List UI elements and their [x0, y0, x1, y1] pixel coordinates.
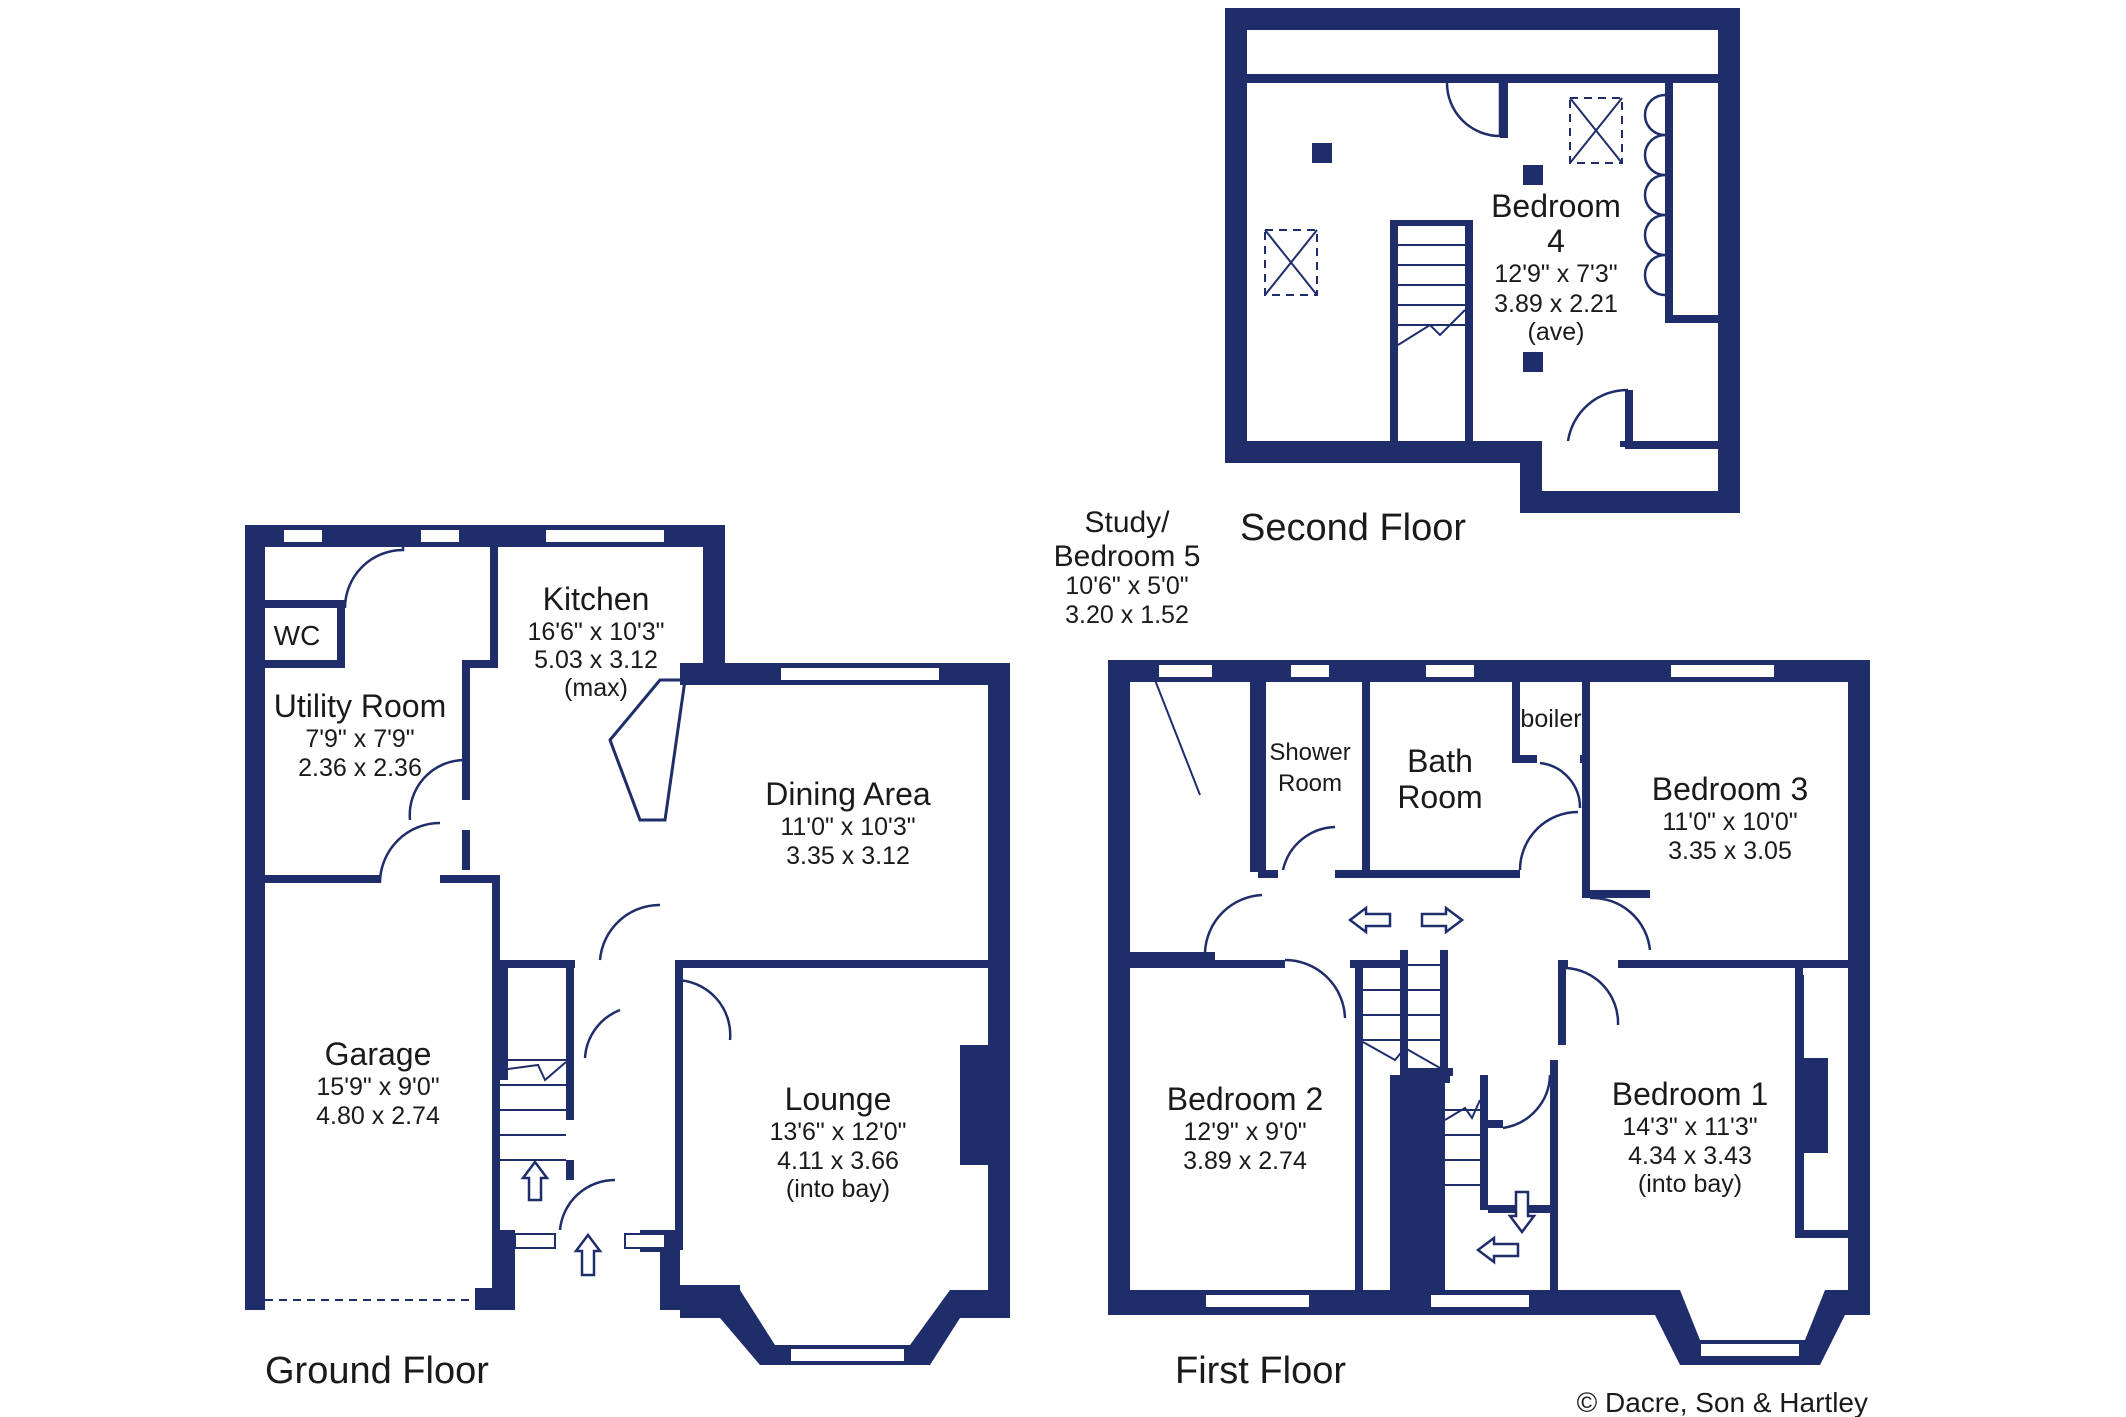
skylight-icon — [1264, 229, 1318, 296]
down-arrow-icon — [1507, 1190, 1537, 1235]
lounge-imperial: 13'6" x 12'0" — [769, 1118, 906, 1146]
bedroom4-metric: 3.89 x 2.21 — [1494, 290, 1618, 318]
garage-name: Garage — [325, 1036, 432, 1072]
up-arrow-icon — [520, 1159, 550, 1202]
lounge-metric: 4.11 x 3.66 — [777, 1147, 899, 1175]
ground-floor-title: Ground Floor — [265, 1350, 489, 1392]
copyright-notice: © Dacre, Son & Hartley — [1577, 1387, 1868, 1417]
bedroom4-note: (ave) — [1528, 318, 1585, 346]
ground-floor-stairs — [499, 1059, 567, 1161]
utility-name: Utility Room — [274, 688, 446, 724]
study-name: Study/ — [1084, 506, 1170, 539]
dining-name: Dining Area — [765, 776, 931, 812]
bedroom4-imperial: 12'9" x 7'3" — [1494, 260, 1617, 288]
kitchen-name: Kitchen — [543, 581, 650, 617]
bedroom3-name: Bedroom 3 — [1652, 771, 1809, 807]
bedroom2-imperial: 12'9" x 9'0" — [1183, 1118, 1306, 1146]
bedroom4-name: Bedroom — [1491, 188, 1621, 224]
ground-floor-plan: WC Utility Room 7'9" x 7'9" 2.36 x 2.36 … — [245, 525, 1010, 1392]
garage-metric: 4.80 x 2.74 — [316, 1102, 440, 1130]
utility-metric: 2.36 x 2.36 — [298, 754, 422, 782]
left-arrow-icon — [1475, 1235, 1520, 1265]
entrance-arrow-icon — [573, 1232, 603, 1277]
shower-name: Room — [1278, 770, 1342, 797]
bedroom1-metric: 4.34 x 3.43 — [1628, 1142, 1752, 1170]
garage-imperial: 15'9" x 9'0" — [316, 1073, 439, 1101]
lounge-name: Lounge — [785, 1081, 892, 1117]
kitchen-note: (max) — [564, 674, 628, 702]
bath-name: Room — [1397, 779, 1482, 815]
bedroom1-note: (into bay) — [1638, 1170, 1742, 1198]
bedroom3-metric: 3.35 x 3.05 — [1668, 837, 1792, 865]
shower-name: Shower — [1269, 739, 1350, 766]
boiler-name: boiler — [1520, 705, 1581, 733]
right-arrow-icon — [1420, 905, 1465, 935]
kitchen-metric: 5.03 x 3.12 — [534, 646, 658, 674]
bedroom2-metric: 3.89 x 2.74 — [1183, 1147, 1307, 1175]
dining-imperial: 11'0" x 10'3" — [780, 813, 915, 841]
first-floor-title: First Floor — [1175, 1350, 1346, 1392]
first-floor-stairs — [1362, 964, 1481, 1186]
left-arrow-icon — [1347, 905, 1392, 935]
bedroom3-imperial: 11'0" x 10'0" — [1662, 808, 1797, 836]
study-metric: 3.20 x 1.52 — [1065, 601, 1189, 629]
wc-name: WC — [274, 620, 321, 651]
study-name: Bedroom 5 — [1054, 540, 1201, 573]
utility-imperial: 7'9" x 7'9" — [305, 725, 414, 753]
second-floor-plan: Bedroom 4 12'9" x 7'3" 3.89 x 2.21 (ave)… — [1225, 8, 1740, 549]
lounge-note: (into bay) — [786, 1175, 890, 1203]
second-floor-stairs — [1397, 244, 1466, 346]
kitchen-imperial: 16'6" x 10'3" — [527, 618, 664, 646]
bedroom4-name: 4 — [1547, 223, 1565, 259]
bedroom1-name: Bedroom 1 — [1612, 1076, 1769, 1112]
second-floor-title: Second Floor — [1240, 507, 1466, 549]
bedroom1-imperial: 14'3" x 11'3" — [1622, 1113, 1757, 1141]
bedroom2-name: Bedroom 2 — [1167, 1081, 1324, 1117]
first-floor-plan: Study/ Bedroom 5 10'6" x 5'0" 3.20 x 1.5… — [1054, 506, 1870, 1392]
bath-name: Bath — [1407, 743, 1473, 779]
dining-metric: 3.35 x 3.12 — [786, 842, 910, 870]
study-imperial: 10'6" x 5'0" — [1065, 572, 1188, 600]
skylight-icon — [1569, 97, 1623, 164]
